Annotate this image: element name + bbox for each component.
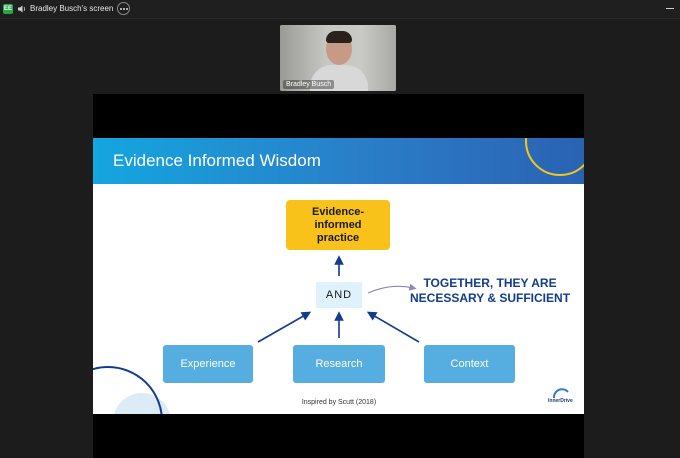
- diagram-arrows: [257, 255, 420, 343]
- context-box: Context: [424, 345, 515, 383]
- and-box: AND: [316, 282, 362, 308]
- participant-body: [310, 65, 368, 91]
- slide-header: Evidence Informed Wisdom: [93, 138, 584, 184]
- slide-title: Evidence Informed Wisdom: [113, 151, 321, 170]
- more-options-icon[interactable]: [117, 2, 130, 15]
- participant-hair: [326, 31, 352, 43]
- share-status-icon: EE: [3, 4, 13, 14]
- speaker-icon[interactable]: [17, 4, 27, 14]
- research-box: Research: [293, 345, 385, 383]
- innerdrive-logo-icon: [552, 388, 569, 399]
- arrow-and-to-callout: [367, 283, 417, 294]
- experience-box: Experience: [163, 345, 253, 383]
- together-callout: TOGETHER, THEY ARE NECESSARY & SUFFICIEN…: [410, 276, 571, 305]
- arrow-context-to-and: [366, 311, 420, 343]
- shared-screen: Evidence Informed Wisdom Evidence- infor…: [93, 94, 584, 458]
- innerdrive-logo-text: InnerDrive: [548, 398, 573, 404]
- evidence-informed-practice-box: Evidence- informed practice: [286, 200, 390, 250]
- minimize-icon[interactable]: [666, 8, 674, 9]
- arrow-experience-to-and: [257, 311, 312, 343]
- participant-video-tile[interactable]: Bradley Busch: [280, 25, 396, 91]
- presentation-slide: Evidence Informed Wisdom Evidence- infor…: [93, 138, 584, 414]
- shared-screen-title: Bradley Busch's screen: [30, 4, 114, 13]
- slide-footer-credit: Inspired by Scutt (2018): [301, 399, 377, 406]
- participant-name-label: Bradley Busch: [283, 80, 335, 89]
- meeting-top-bar: EE Bradley Busch's screen: [0, 0, 680, 19]
